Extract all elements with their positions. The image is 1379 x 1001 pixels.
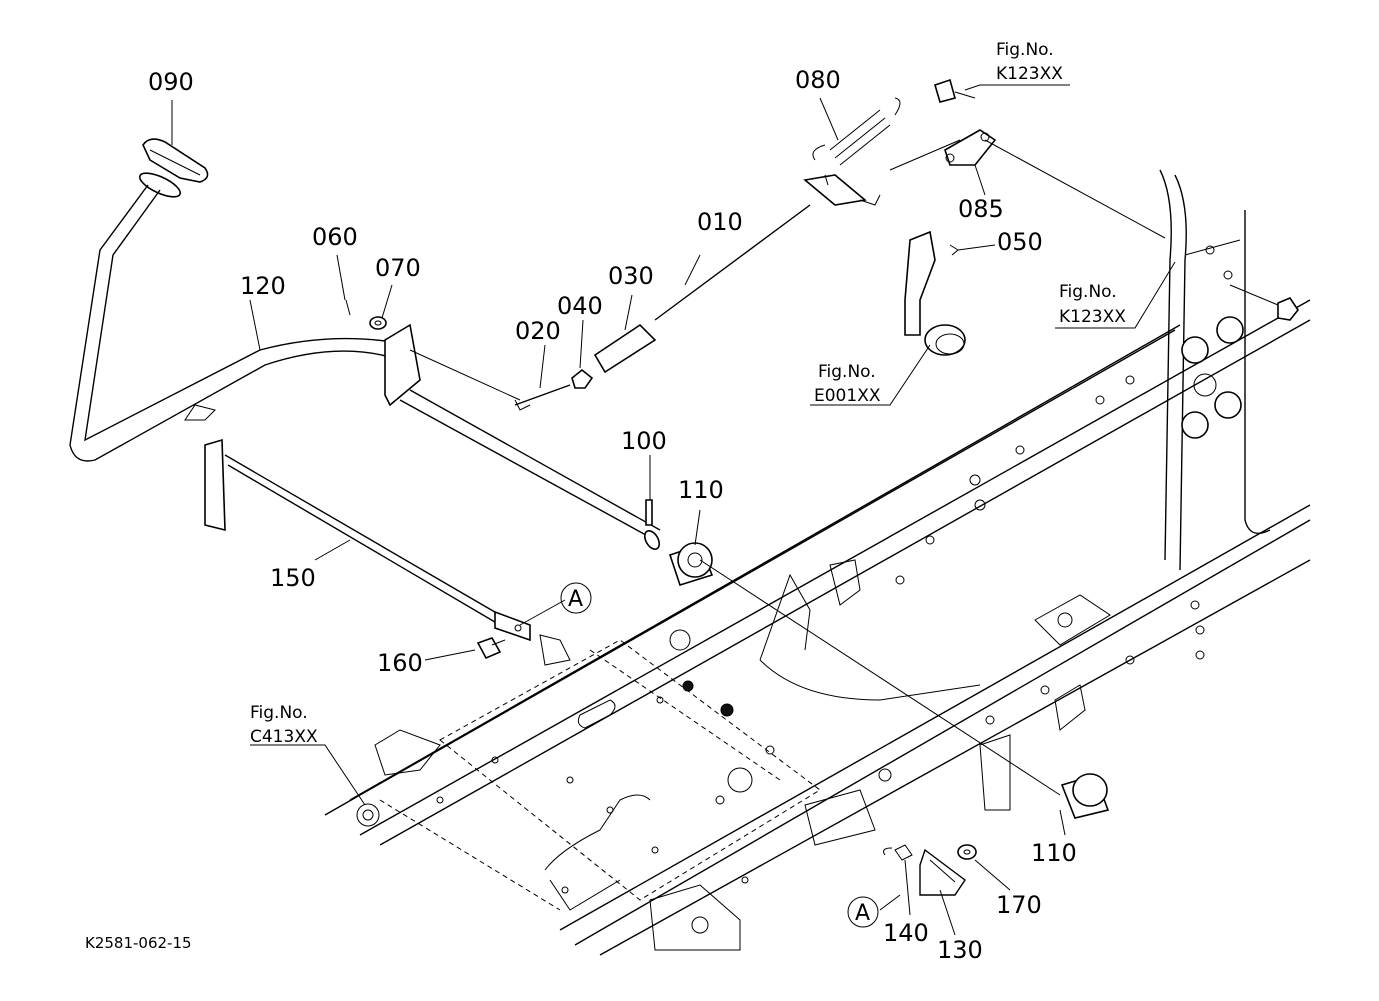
fig-ref-top: Fig.No. K123XX — [996, 40, 1063, 84]
flange-nut — [957, 844, 977, 860]
label-110-lower: 110 — [1031, 839, 1077, 867]
label-130: 130 — [937, 936, 983, 964]
pedal-arm — [69, 184, 411, 462]
small-spring — [883, 844, 913, 861]
fig-ref-top-code: K123XX — [996, 64, 1063, 84]
control-rod — [654, 174, 881, 321]
chassis-frame — [324, 169, 1311, 956]
fig-ref-right-prefix: Fig.No. — [1059, 282, 1117, 302]
callout-a-lower: A — [847, 896, 879, 928]
fig-ref-left: Fig.No. C413XX — [250, 703, 318, 747]
fig-ref-left-code: C413XX — [250, 727, 318, 747]
clip — [949, 244, 959, 256]
callout-a-upper-letter: A — [568, 587, 583, 612]
label-150: 150 — [270, 564, 316, 592]
spring-pin — [645, 499, 653, 526]
label-170: 170 — [996, 891, 1042, 919]
label-160: 160 — [377, 649, 423, 677]
fig-ref-right: Fig.No. K123XX — [1059, 282, 1126, 327]
washer — [369, 316, 387, 330]
bushing-lower — [1060, 773, 1110, 819]
bushing-upper — [668, 542, 714, 586]
lower-rod — [204, 438, 531, 642]
label-030: 030 — [608, 262, 654, 290]
spring-hook — [919, 848, 966, 896]
cotter-pin — [345, 299, 351, 316]
fig-ref-middle: Fig.No. E001XX — [814, 362, 881, 406]
pedal-pad — [138, 138, 209, 198]
label-020: 020 — [515, 317, 561, 345]
drawing-code: K2581-062-15 — [85, 934, 192, 952]
turnbuckle-sleeve — [593, 323, 657, 374]
leader-lines — [171, 84, 1279, 936]
fig-ref-left-prefix: Fig.No. — [250, 703, 308, 723]
label-080: 080 — [795, 66, 841, 94]
label-110-upper: 110 — [678, 476, 724, 504]
right-nut — [1277, 297, 1299, 321]
label-085: 085 — [958, 195, 1004, 223]
label-120: 120 — [240, 272, 286, 300]
lock-nut — [571, 368, 594, 389]
fig-ref-middle-code: E001XX — [814, 386, 881, 406]
callout-a-upper: A — [560, 582, 592, 614]
callout-a-lower-letter: A — [855, 901, 870, 926]
label-140: 140 — [883, 919, 929, 947]
fig-ref-middle-prefix: Fig.No. — [818, 362, 876, 382]
label-010: 010 — [697, 208, 743, 236]
pivot-shaft — [384, 323, 661, 550]
lever-arm — [904, 230, 966, 356]
lever-bracket — [934, 78, 997, 166]
bolt — [476, 637, 506, 660]
rod-end — [514, 384, 571, 411]
fig-ref-top-prefix: Fig.No. — [996, 40, 1054, 60]
label-050: 050 — [997, 228, 1043, 256]
return-spring — [812, 97, 901, 186]
fig-ref-right-code: K123XX — [1059, 307, 1126, 327]
label-070: 070 — [375, 254, 421, 282]
label-090: 090 — [148, 68, 194, 96]
label-040: 040 — [557, 292, 603, 320]
label-100: 100 — [621, 427, 667, 455]
label-060: 060 — [312, 223, 358, 251]
